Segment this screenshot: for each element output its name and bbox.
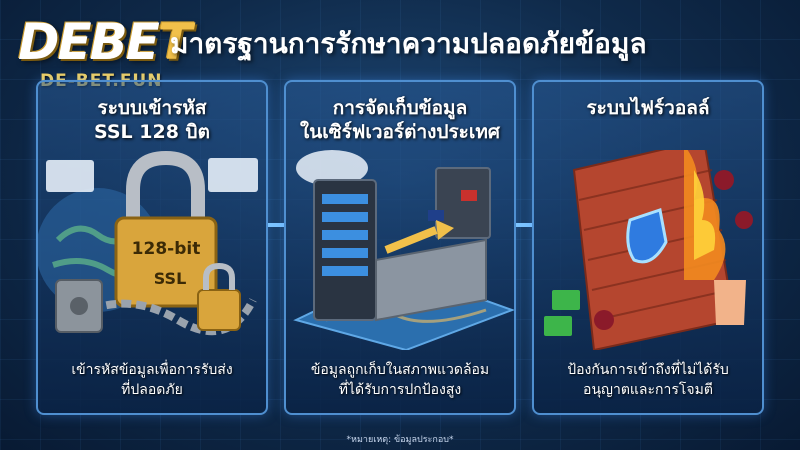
connector-arrow-2: [516, 223, 534, 227]
padlock-bits-label: 128-bit: [132, 239, 201, 259]
padlock-illustration: 128-bit SSL: [38, 150, 258, 336]
panel-title: ระบบเข้ารหัส SSL 128 บิต: [38, 96, 266, 144]
connector-arrow-1: [268, 223, 286, 227]
panel-caption-line2: ที่ได้รับการปกป้องสูง: [338, 382, 462, 398]
panel-title-line1: ระบบไฟร์วอลล์: [586, 97, 710, 119]
panel-ssl-encryption: ระบบเข้ารหัส SSL 128 บิต 128-bit SSL เข้…: [36, 80, 268, 415]
panel-caption-line2: ที่ปลอดภัย: [121, 382, 183, 398]
panel-title-line2: SSL 128 บิต: [94, 121, 210, 143]
footnote: *หมายเหตุ: ข้อมูลประกอบ*: [346, 435, 454, 445]
panel-title-line1: การจัดเก็บข้อมูล: [332, 97, 468, 119]
panel-caption: ป้องกันการเข้าถึงที่ไม่ได้รับ อนุญาตและก…: [540, 360, 756, 400]
panel-title-line2: ในเซิร์ฟเวอร์ต่างประเทศ: [300, 121, 500, 143]
padlock-ssl-label: SSL: [154, 269, 187, 288]
panel-caption: ข้อมูลถูกเก็บในสภาพแวดล้อม ที่ได้รับการป…: [292, 360, 508, 400]
server-illustration: [293, 150, 514, 350]
panel-caption-line2: อนุญาตและการโจมตี: [583, 382, 713, 398]
panel-caption: เข้ารหัสข้อมูลเพื่อการรับส่ง ที่ปลอดภัย: [44, 360, 260, 400]
panel-title: การจัดเก็บข้อมูล ในเซิร์ฟเวอร์ต่างประเทศ: [286, 96, 514, 144]
panel-caption-line1: ป้องกันการเข้าถึงที่ไม่ได้รับ: [567, 362, 729, 378]
logo-word-accent: T: [157, 13, 192, 71]
panel-server-storage: การจัดเก็บข้อมูล ในเซิร์ฟเวอร์ต่างประเทศ…: [284, 80, 516, 415]
page-title: มาตรฐานการรักษาความปลอดภัยข้อมูล: [170, 27, 647, 60]
panel-title: ระบบไฟร์วอลล์: [534, 96, 762, 120]
panel-title-line1: ระบบเข้ารหัส: [97, 97, 207, 119]
logo-word-main: DEBE: [18, 13, 160, 71]
panel-firewall: ระบบไฟร์วอลล์ ป้องกันการเข้าถึงที่ไม่ได้…: [532, 80, 764, 415]
firewall-illustration: [544, 150, 753, 350]
panel-caption-line1: เข้ารหัสข้อมูลเพื่อการรับส่ง: [71, 362, 233, 378]
panel-caption-line1: ข้อมูลถูกเก็บในสภาพแวดล้อม: [310, 362, 490, 378]
